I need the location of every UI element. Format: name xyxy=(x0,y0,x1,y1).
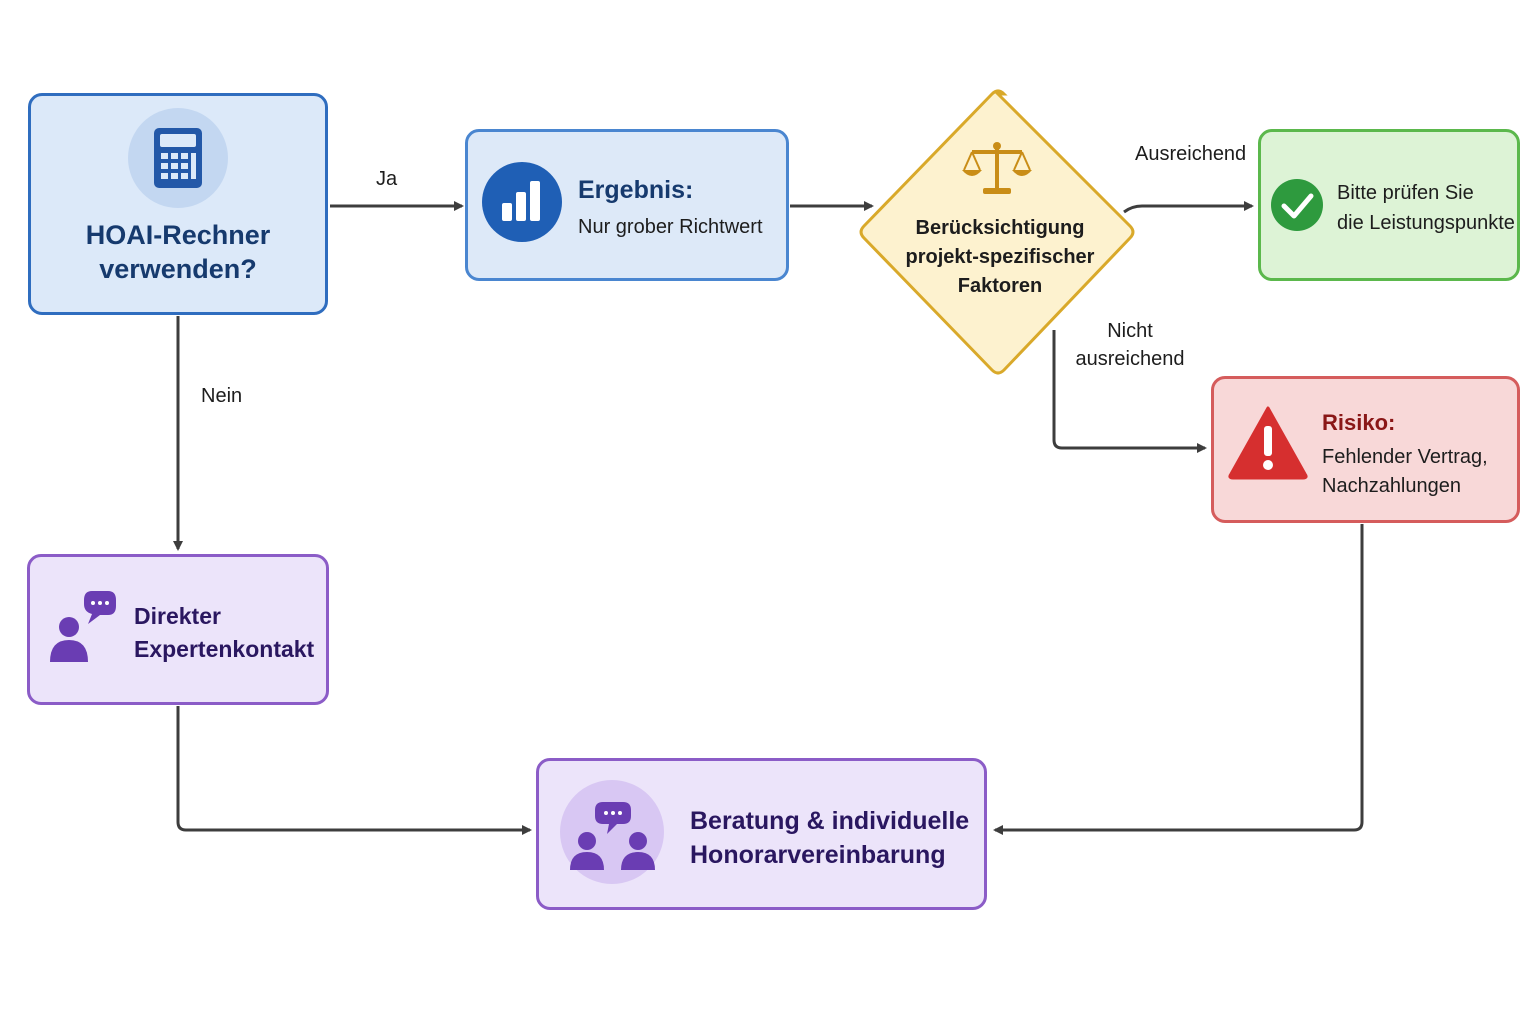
edge-label-insufficient: Nicht ausreichend xyxy=(1070,317,1190,373)
edge-label-yes: Ja xyxy=(376,168,398,190)
arrow-risk-to-consult xyxy=(993,524,1364,835)
scales-icon xyxy=(962,142,1032,194)
expert-line-2: Expertenkontakt xyxy=(134,636,315,662)
arrow-decision-to-risk xyxy=(1052,330,1207,453)
consult-node-label: Beratung & individuelle Honorarvereinbar… xyxy=(690,804,969,872)
check-node-label: Bitte prüfen Sie die Leistungspunkte xyxy=(1337,178,1515,238)
expert-node-label: Direkter Expertenkontakt xyxy=(134,600,314,666)
check-line-1: Bitte prüfen Sie xyxy=(1337,182,1474,204)
insufficient-line-2: ausreichend xyxy=(1075,348,1185,370)
risk-node-label: Fehlender Vertrag, Nachzahlungen xyxy=(1322,443,1488,501)
result-node-title: Ergebnis: xyxy=(578,176,694,204)
risk-line-2: Nachzahlungen xyxy=(1322,475,1461,497)
decision-node-label: Berücksichtigung projekt-spezifischer Fa… xyxy=(880,214,1120,301)
decision-line-2: projekt-spezifischer xyxy=(905,246,1095,268)
risk-line-1: Fehlender Vertrag, xyxy=(1322,446,1488,468)
start-node-title: HOAI-Rechner verwenden? xyxy=(85,220,271,284)
insufficient-line-1: Nicht xyxy=(1107,320,1153,342)
expert-line-1: Direkter xyxy=(134,603,221,629)
result-node-subtitle: Nur grober Richtwert xyxy=(578,216,763,238)
arrow-expert-to-consult xyxy=(176,706,532,835)
consult-line-1: Beratung & individuelle xyxy=(690,807,970,835)
check-line-2: die Leistungspunkte xyxy=(1337,212,1515,234)
edge-label-sufficient: Ausreichend xyxy=(1135,143,1247,165)
edge-label-no: Nein xyxy=(201,385,243,407)
consult-line-2: Honorarvereinbarung xyxy=(690,841,946,869)
arrow-decision-to-check xyxy=(1123,201,1254,214)
decision-line-1: Berücksichtigung xyxy=(915,217,1085,239)
risk-node-title: Risiko: xyxy=(1322,410,1396,435)
decision-line-3: Faktoren xyxy=(957,275,1043,297)
